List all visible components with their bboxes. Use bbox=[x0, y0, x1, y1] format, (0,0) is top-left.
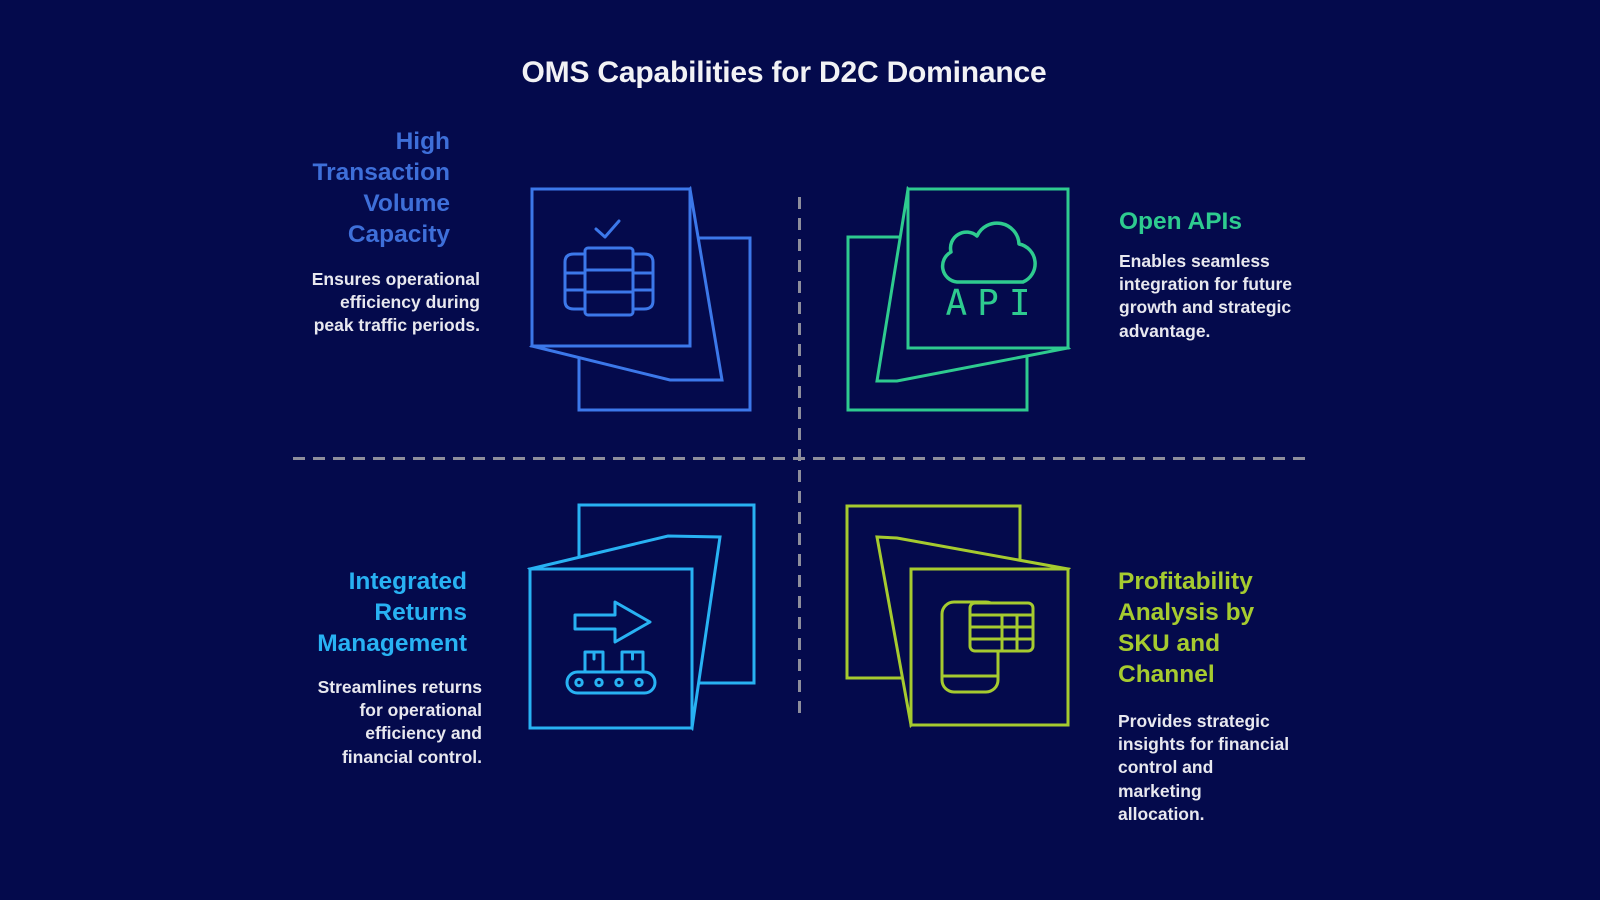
order-server-check-cube-icon bbox=[529, 185, 752, 412]
vertical-dashed-divider bbox=[798, 197, 801, 719]
cube-front-face bbox=[530, 187, 692, 348]
server-right-bracket bbox=[633, 252, 655, 311]
conveyor-roller bbox=[594, 677, 604, 688]
spreadsheet-column-lines bbox=[1000, 615, 1019, 651]
server-body bbox=[583, 246, 635, 317]
conveyor-belt bbox=[565, 670, 657, 695]
heading-integrated-returns: Integrated Returns Management bbox=[317, 568, 467, 657]
conveyor-roller bbox=[574, 677, 584, 688]
description-integrated-returns: Streamlines returns for operational effi… bbox=[317, 677, 482, 767]
description-high-transaction-volume: Ensures operational efficiency during pe… bbox=[311, 269, 480, 336]
package-flap-lines bbox=[592, 650, 634, 661]
heading-profitability-analysis: Profitability Analysis by SKU and Channe… bbox=[1118, 568, 1255, 688]
conveyor-roller bbox=[614, 677, 624, 688]
arrow-right-icon bbox=[573, 600, 652, 644]
heading-high-transaction-volume: High Transaction Volume Capacity bbox=[312, 128, 450, 248]
description-profitability-analysis: Provides strategic insights for financia… bbox=[1118, 711, 1290, 824]
cloud-api-cube-icon: API bbox=[846, 185, 1072, 412]
cloud-icon bbox=[940, 221, 1037, 284]
server-left-bracket bbox=[563, 252, 585, 311]
conveyor-roller bbox=[634, 677, 644, 688]
sku-profitability-cube-icon bbox=[845, 504, 1072, 729]
heading-open-apis: Open APIs bbox=[1119, 208, 1242, 235]
description-open-apis: Enables seamless integration for future … bbox=[1119, 251, 1293, 341]
returns-conveyor-cube-icon bbox=[527, 503, 756, 732]
cube-front-face bbox=[528, 567, 694, 730]
api-label: API bbox=[945, 283, 1040, 324]
cube-front-face bbox=[906, 187, 1070, 350]
server-shelf-lines bbox=[583, 268, 635, 294]
page-title: OMS Capabilities for D2C Dominance bbox=[521, 56, 1047, 89]
checkmark-icon bbox=[594, 219, 621, 239]
